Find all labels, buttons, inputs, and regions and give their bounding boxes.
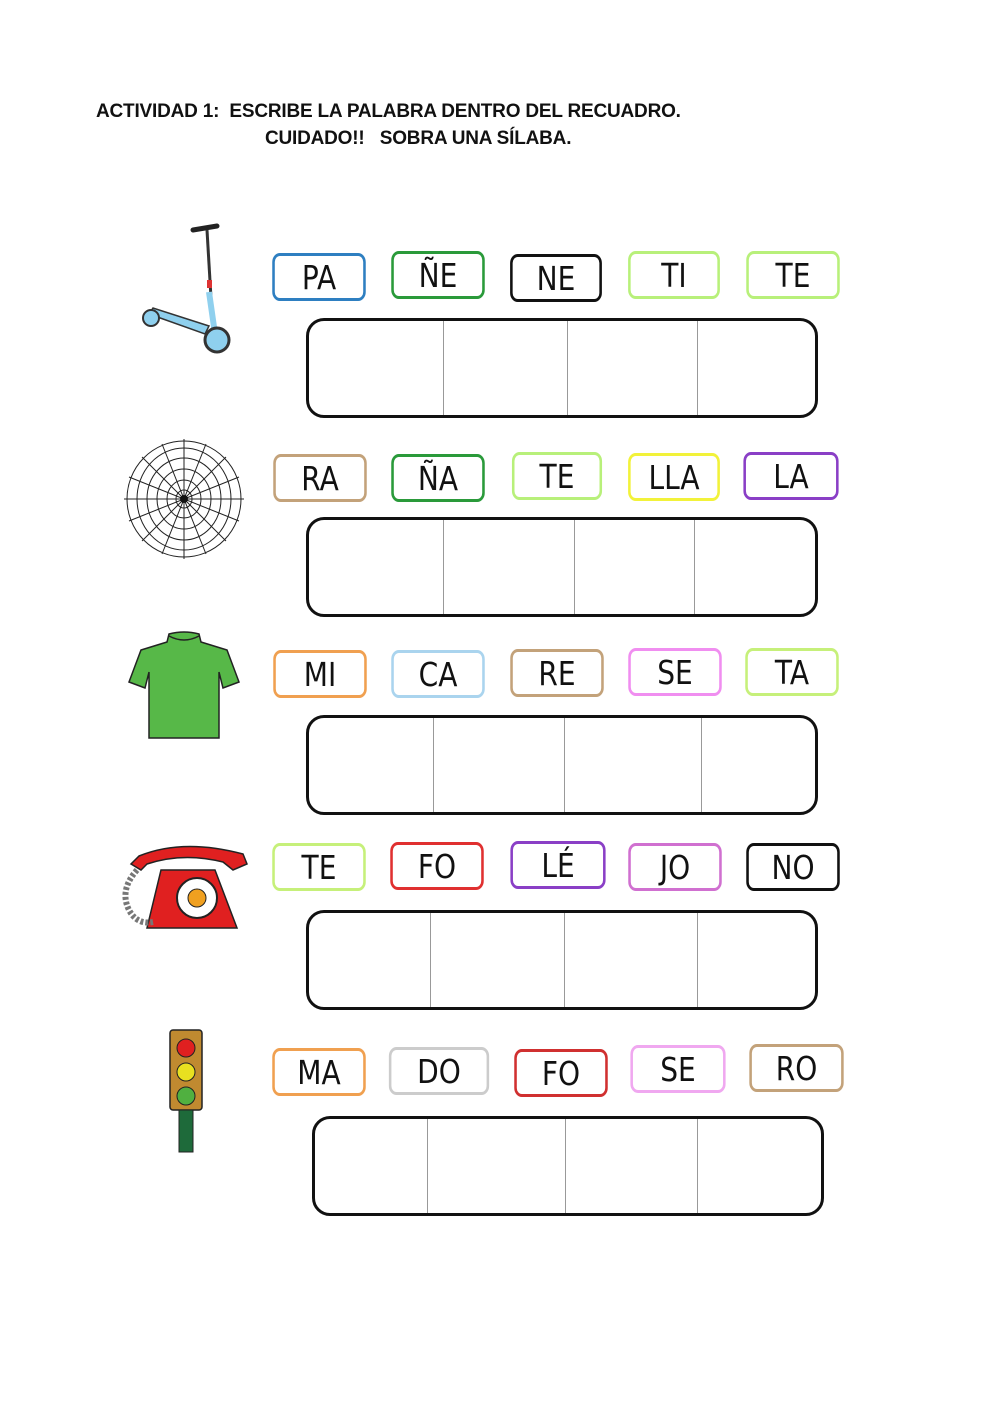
answer-box[interactable] (306, 517, 818, 617)
syllable-tile[interactable]: SE (630, 1045, 726, 1093)
syllable-tile[interactable]: CA (391, 650, 485, 698)
syllable-tile[interactable]: PA (272, 253, 366, 301)
syllable-tile[interactable]: NE (510, 254, 602, 302)
spiderweb-icon (124, 439, 244, 559)
syllable-tile[interactable]: SE (628, 648, 722, 696)
answer-box[interactable] (306, 318, 818, 418)
syllable-tile[interactable]: TE (511, 452, 603, 500)
tshirt-icon (128, 631, 240, 739)
activity-instructions: ACTIVIDAD 1: ESCRIBE LA PALABRA DENTRO D… (96, 98, 681, 152)
syllable-tile[interactable]: FO (514, 1049, 608, 1097)
syllable-tile[interactable]: JO (628, 843, 722, 891)
syllable-tile[interactable]: TE (272, 843, 366, 891)
syllable-tile[interactable]: ÑE (391, 251, 485, 299)
syllable-tile[interactable]: TE (746, 251, 840, 299)
syllable-tile[interactable]: LA (743, 452, 839, 500)
syllable-tile[interactable]: LÉ (510, 841, 606, 889)
scooter-icon (142, 223, 231, 354)
answer-box[interactable] (312, 1116, 824, 1216)
syllable-tile[interactable]: RA (273, 454, 367, 502)
answer-box[interactable] (306, 910, 818, 1010)
syllable-tile[interactable]: TA (745, 648, 839, 696)
syllable-tile[interactable]: MA (272, 1048, 366, 1096)
syllable-tile[interactable]: LLA (628, 453, 720, 501)
syllable-tile[interactable]: MI (273, 650, 367, 698)
syllable-tile[interactable]: FO (390, 842, 484, 890)
syllable-tile[interactable]: DO (388, 1047, 490, 1095)
instruction-line-2: CUIDADO!! SOBRA UNA SÍLABA. (265, 128, 572, 149)
syllable-tile[interactable]: NO (746, 843, 840, 891)
traffic-light-icon (169, 1029, 203, 1153)
syllable-tile[interactable]: ÑA (391, 454, 485, 502)
telephone-icon (122, 845, 248, 929)
instruction-line-1: ACTIVIDAD 1: ESCRIBE LA PALABRA DENTRO D… (96, 101, 681, 122)
syllable-tile[interactable]: TI (628, 251, 720, 299)
syllable-tile[interactable]: RE (510, 649, 604, 697)
syllable-tile[interactable]: RO (749, 1044, 844, 1092)
answer-box[interactable] (306, 715, 818, 815)
